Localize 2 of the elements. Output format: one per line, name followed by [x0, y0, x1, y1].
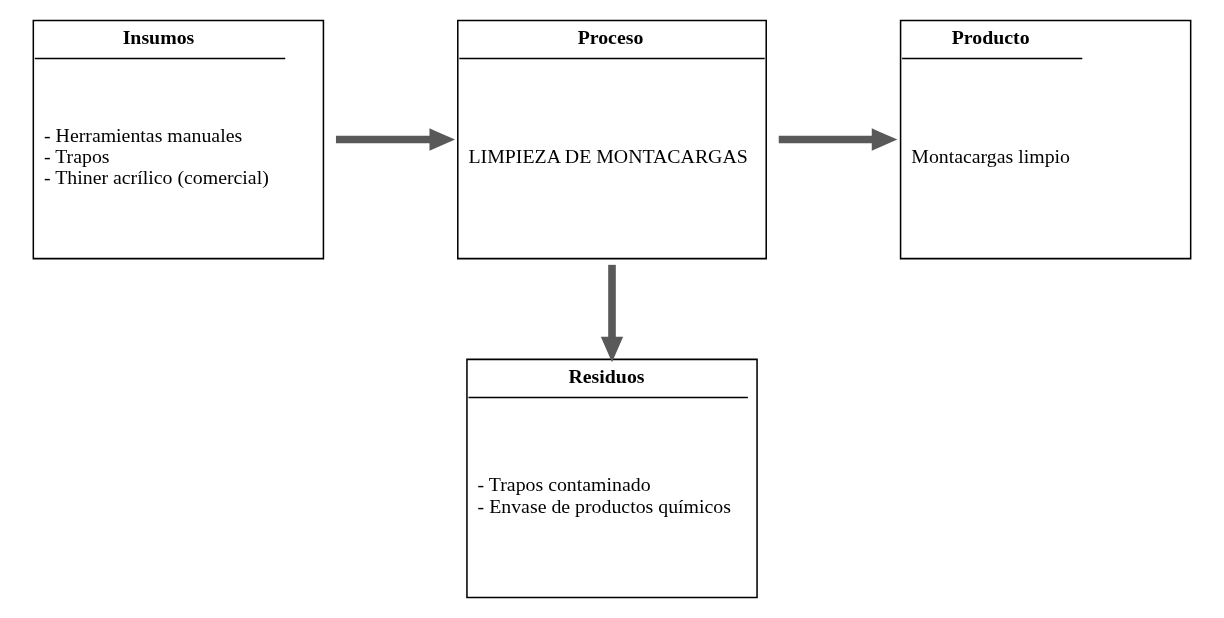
arrow: [600, 264, 624, 363]
arrow: [335, 128, 456, 151]
